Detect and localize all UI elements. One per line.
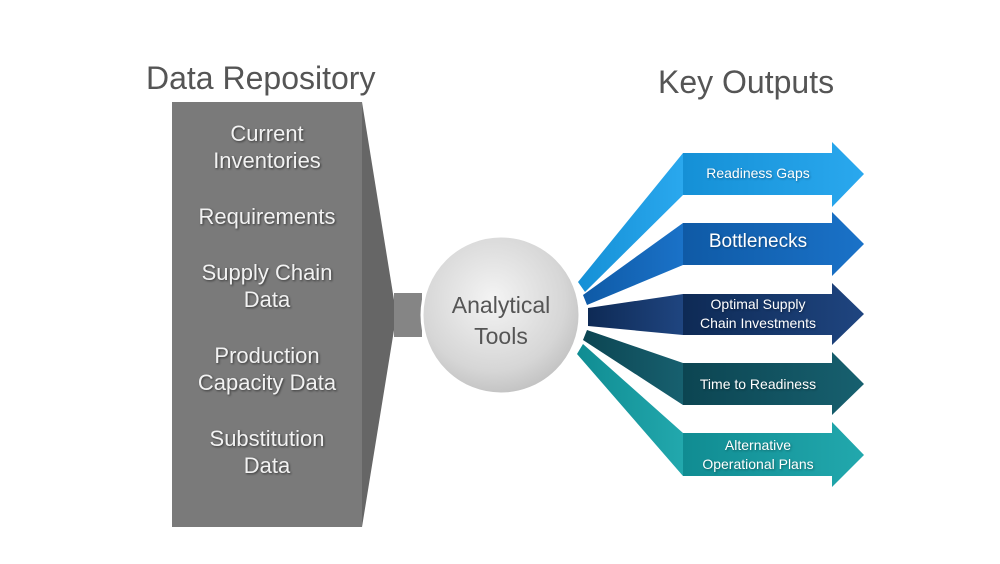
connector-optimal-supply: [588, 294, 683, 335]
hub-label: Analytical Tools: [422, 290, 580, 352]
repo-item-line: Supply Chain: [201, 260, 333, 285]
output-label-line: Bottlenecks: [708, 231, 808, 252]
repository-block: [172, 102, 362, 527]
connector-readiness-gaps: [578, 153, 683, 292]
repo-item-requirements: Requirements: [172, 203, 362, 230]
repository-connector: [394, 293, 422, 337]
output-label-line: Time to Readiness: [699, 376, 817, 392]
arrow-readiness-gaps: [683, 142, 864, 207]
output-label-line: Optimal Supply: [710, 296, 806, 312]
output-label-bottlenecks: Bottlenecks: [683, 232, 833, 251]
output-label-optimal-supply: Optimal Supply Chain Investments: [683, 295, 833, 333]
output-label-line: Readiness Gaps: [706, 165, 810, 181]
output-label-readiness-gaps: Readiness Gaps: [683, 164, 833, 183]
repo-item-line: Production: [214, 343, 320, 368]
hub-label-line: Analytical: [451, 292, 551, 318]
output-label-line: Operational Plans: [702, 456, 814, 472]
repo-item-line: Data: [243, 453, 291, 478]
repo-item-line: Data: [243, 287, 291, 312]
arrow-optimal-supply: [683, 283, 864, 345]
connector-alternative-plans: [577, 344, 683, 476]
arrow-alternative-plans: [683, 422, 864, 487]
key-outputs-title: Key Outputs: [658, 64, 835, 100]
repo-item-production-capacity: Production Capacity Data: [172, 342, 362, 396]
repo-item-line: Substitution: [209, 426, 325, 451]
repo-item-substitution-data: Substitution Data: [172, 425, 362, 479]
repo-item-supply-chain-data: Supply Chain Data: [172, 259, 362, 313]
repository-side-wedge: [362, 102, 394, 527]
connector-time-to-readiness: [583, 330, 683, 405]
output-label-alternative-plans: Alternative Operational Plans: [683, 436, 833, 474]
arrow-bottlenecks: [683, 212, 864, 276]
data-repository-title: Data Repository: [146, 60, 376, 96]
output-label-time-to-readiness: Time to Readiness: [683, 375, 833, 394]
hub-label-line: Tools: [474, 323, 528, 349]
repo-item-line: Current: [230, 121, 304, 146]
connector-bottlenecks: [583, 223, 683, 305]
analytical-tools-hub: [420, 234, 582, 396]
repo-item-line: Inventories: [213, 148, 321, 173]
repo-item-line: Requirements: [198, 204, 336, 229]
repo-item-line: Capacity Data: [197, 370, 337, 395]
output-label-line: Chain Investments: [700, 315, 816, 331]
arrow-time-to-readiness: [683, 352, 864, 415]
output-label-line: Alternative: [724, 437, 792, 453]
repo-item-current-inventories: Current Inventories: [172, 120, 362, 174]
